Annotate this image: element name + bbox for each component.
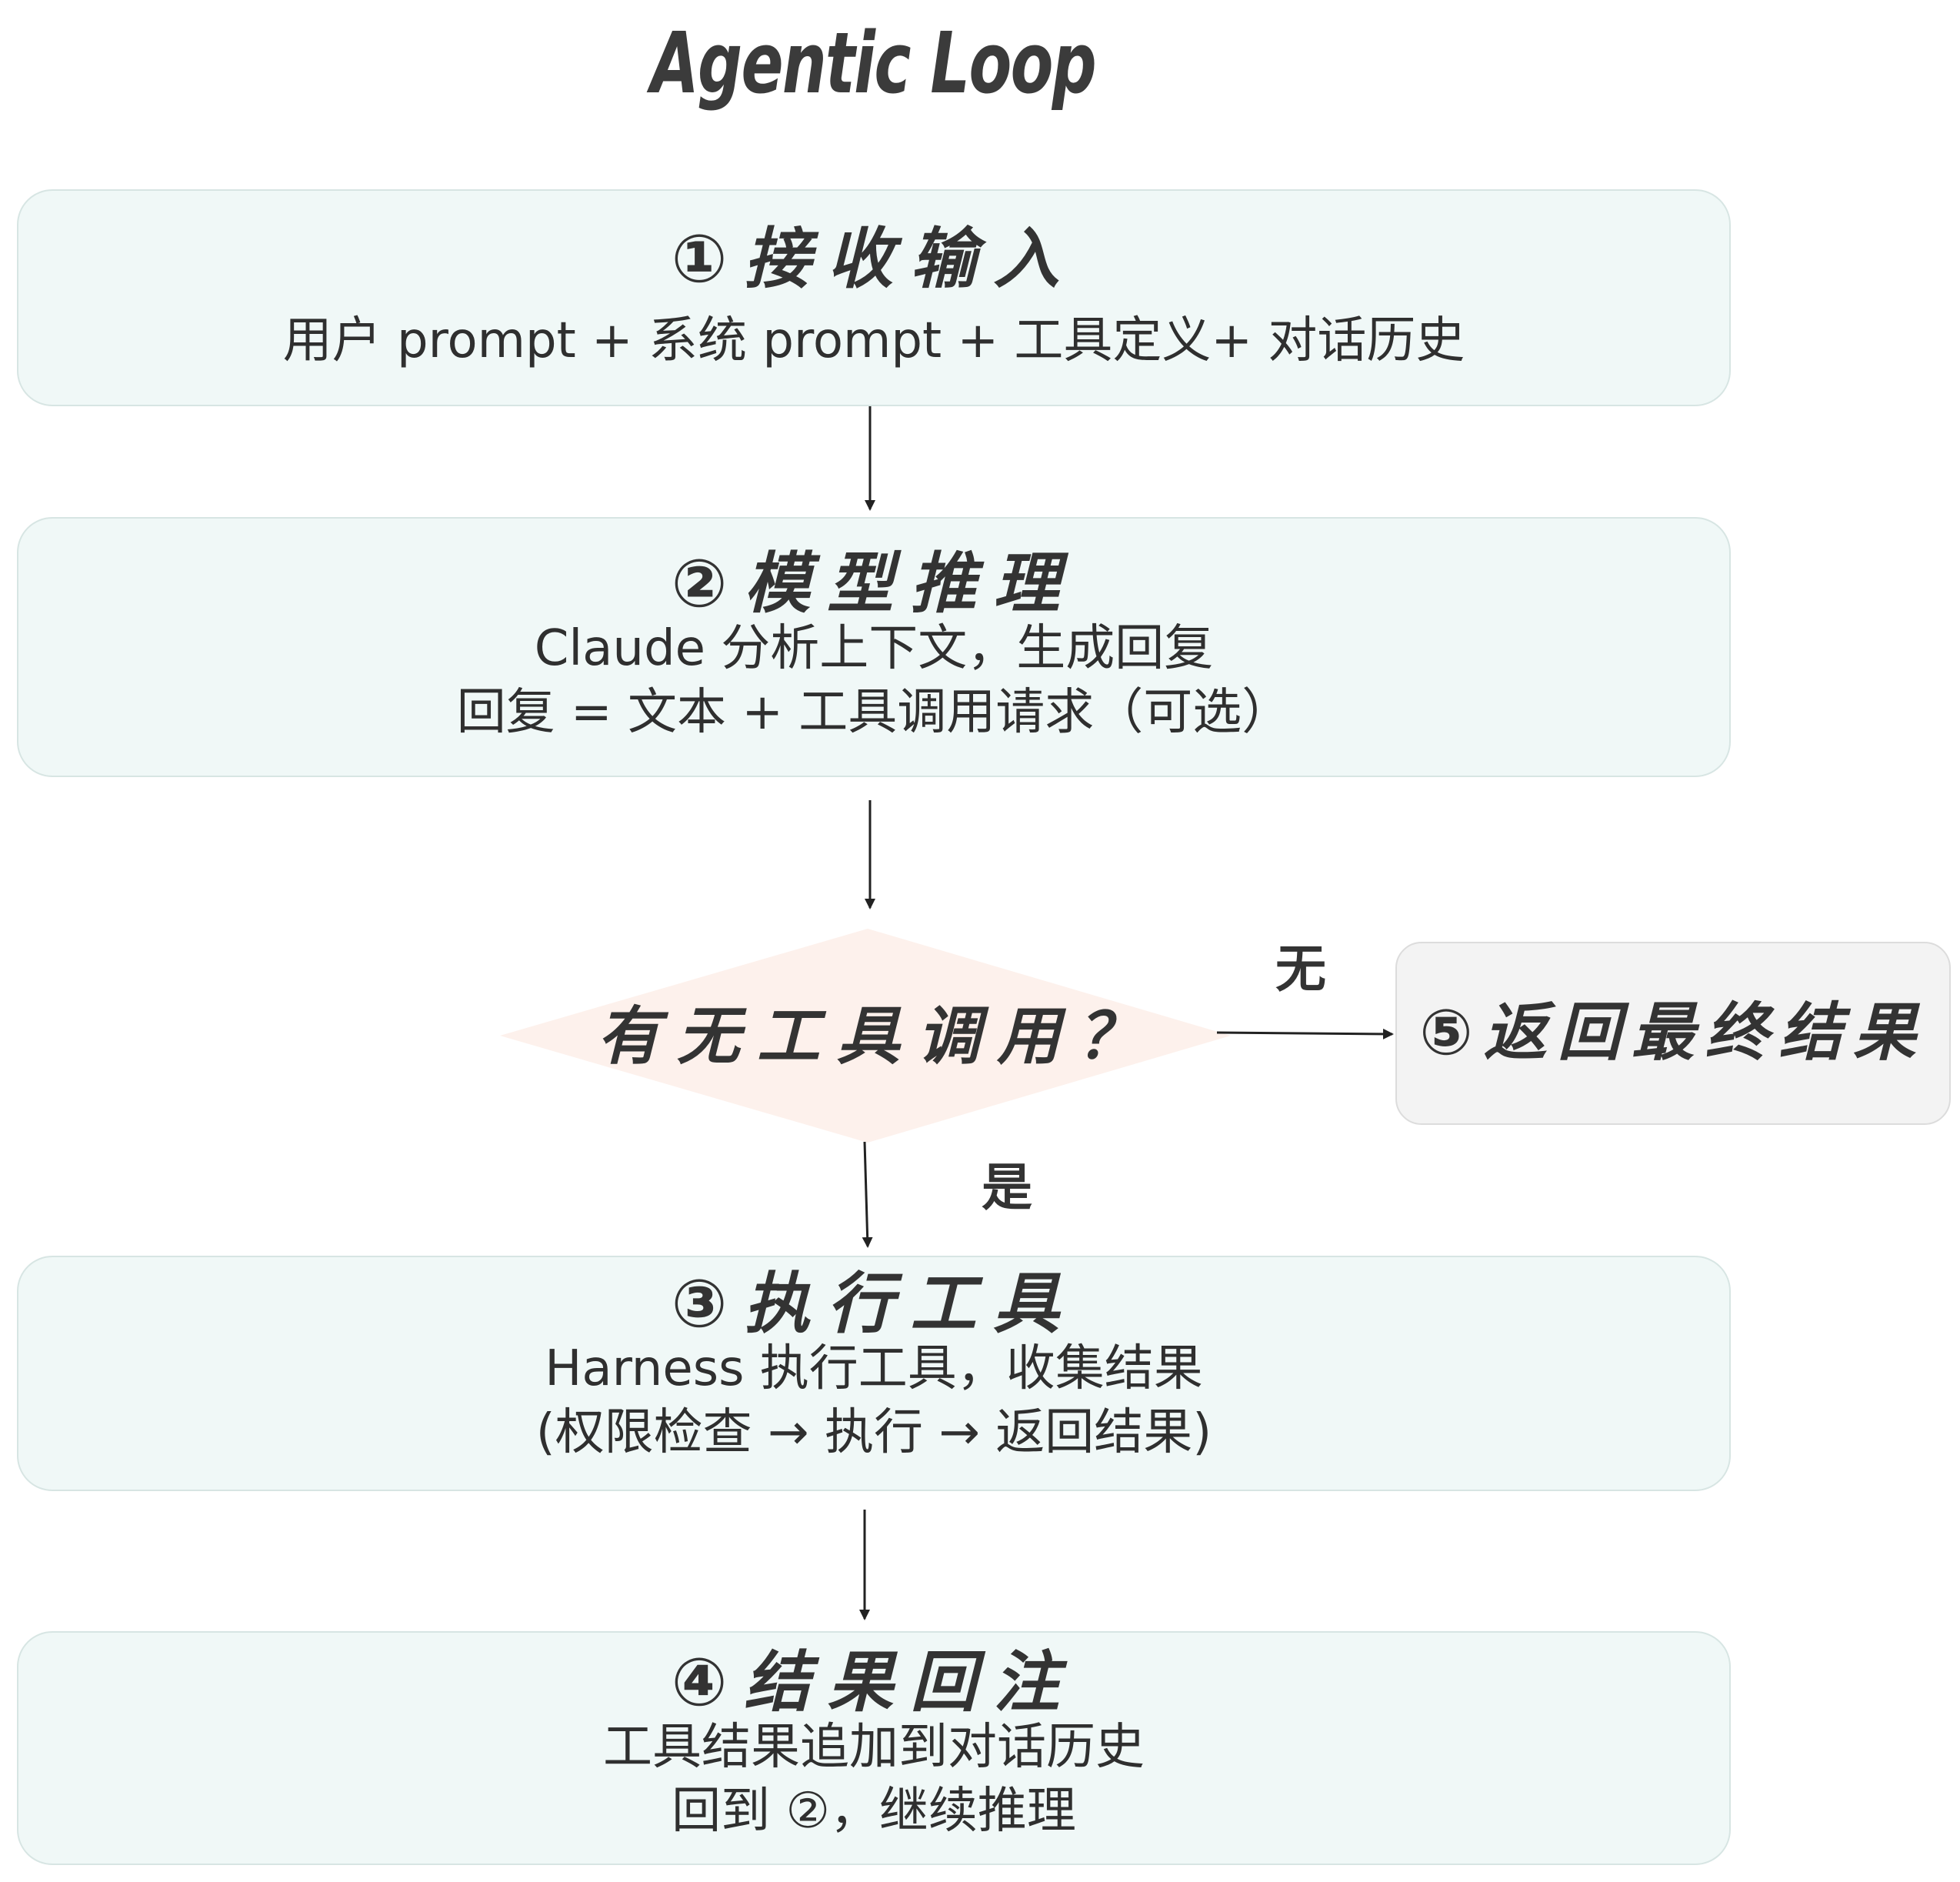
step-description: Claude 分析上下文，生成回复 [534,620,1214,677]
step-heading: ③执行工具 [671,1266,1077,1343]
decision-diamond [500,929,1231,1143]
branch-label-yes: 是 [982,1158,1032,1217]
step-receive-input: ①接收输入 用户 prompt + 系统 prompt + 工具定义+ 对话历史 [17,189,1731,406]
step-description: 工具结果追加到对话历史 [603,1719,1145,1776]
step-heading: ②模型推理 [671,546,1077,622]
step-description: 回复 = 文本 + 工具调用请求（可选） [456,684,1292,742]
step-inject-result: ④结果回注 工具结果追加到对话历史 回到 ②，继续推理 [17,1631,1731,1865]
step-model-reasoning: ②模型推理 Claude 分析上下文，生成回复 回复 = 文本 + 工具调用请求… [17,517,1731,777]
step-description: (权限检查 → 执行 → 返回结果) [535,1404,1212,1462]
step-description: 用户 prompt + 系统 prompt + 工具定义+ 对话历史 [282,312,1465,369]
branch-label-no: 无 [1275,939,1326,999]
step-description: Harness 执行工具，收集结果 [545,1340,1203,1397]
step-heading: ①接收输入 [671,221,1077,298]
step-description: 回到 ②，继续推理 [672,1783,1076,1840]
step-execute-tool: ③执行工具 Harness 执行工具，收集结果 (权限检查 → 执行 → 返回结… [17,1256,1731,1491]
step-heading: ④结果回注 [671,1644,1077,1721]
decision-label: 有无工具调用？ [597,1000,1157,1073]
arrow-decision-to-result [1216,1028,1394,1039]
diagram-title: Agentic Loop [650,14,1097,112]
arrow-decision-to-step3 [862,1141,873,1248]
step-return-final-result: ⑤返回最终结果 [1395,942,1951,1125]
